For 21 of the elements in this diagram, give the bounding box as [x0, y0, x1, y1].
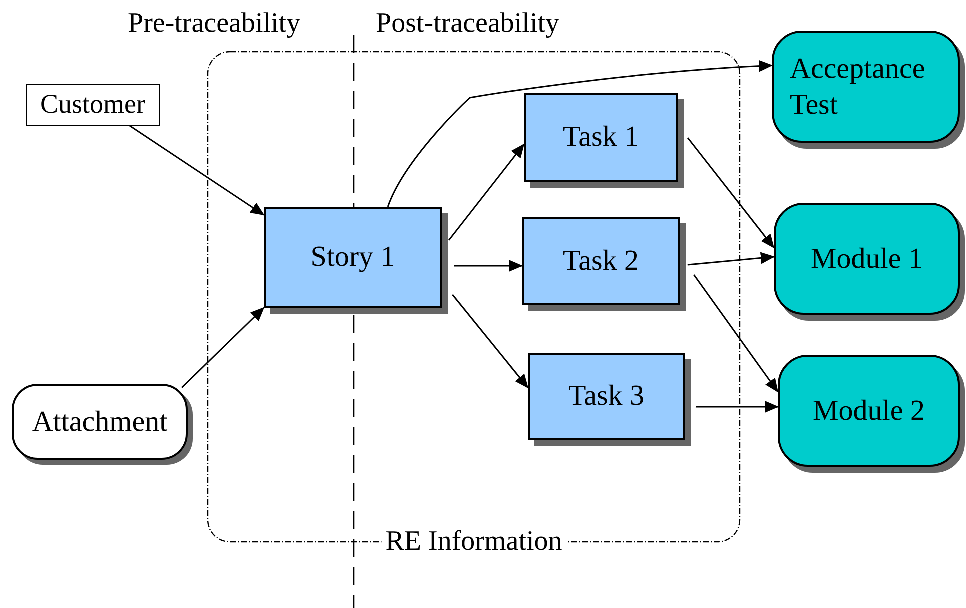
node-label: Module 2 — [813, 394, 925, 429]
text-box — [26, 84, 160, 126]
arrow — [688, 252, 775, 266]
node-label: Acceptance Test — [790, 52, 926, 123]
arrow — [182, 307, 265, 388]
arrow — [452, 294, 529, 389]
node-label: Attachment — [32, 404, 168, 440]
node-label: Module 1 — [811, 242, 923, 277]
node-label: Task 1 — [562, 120, 640, 156]
arrow — [130, 125, 265, 216]
node-label: Task 3 — [568, 379, 645, 414]
arrow — [387, 60, 773, 208]
arrow — [696, 400, 779, 413]
arrow — [454, 260, 523, 272]
node-label: Story 1 — [310, 240, 396, 276]
arrow — [694, 274, 779, 393]
node-label: Customer — [40, 88, 146, 122]
arrow — [687, 138, 775, 249]
section-label: Post-traceability — [376, 10, 560, 38]
node-label: Task 2 — [562, 244, 640, 279]
section-label: Pre-traceability — [128, 10, 301, 38]
